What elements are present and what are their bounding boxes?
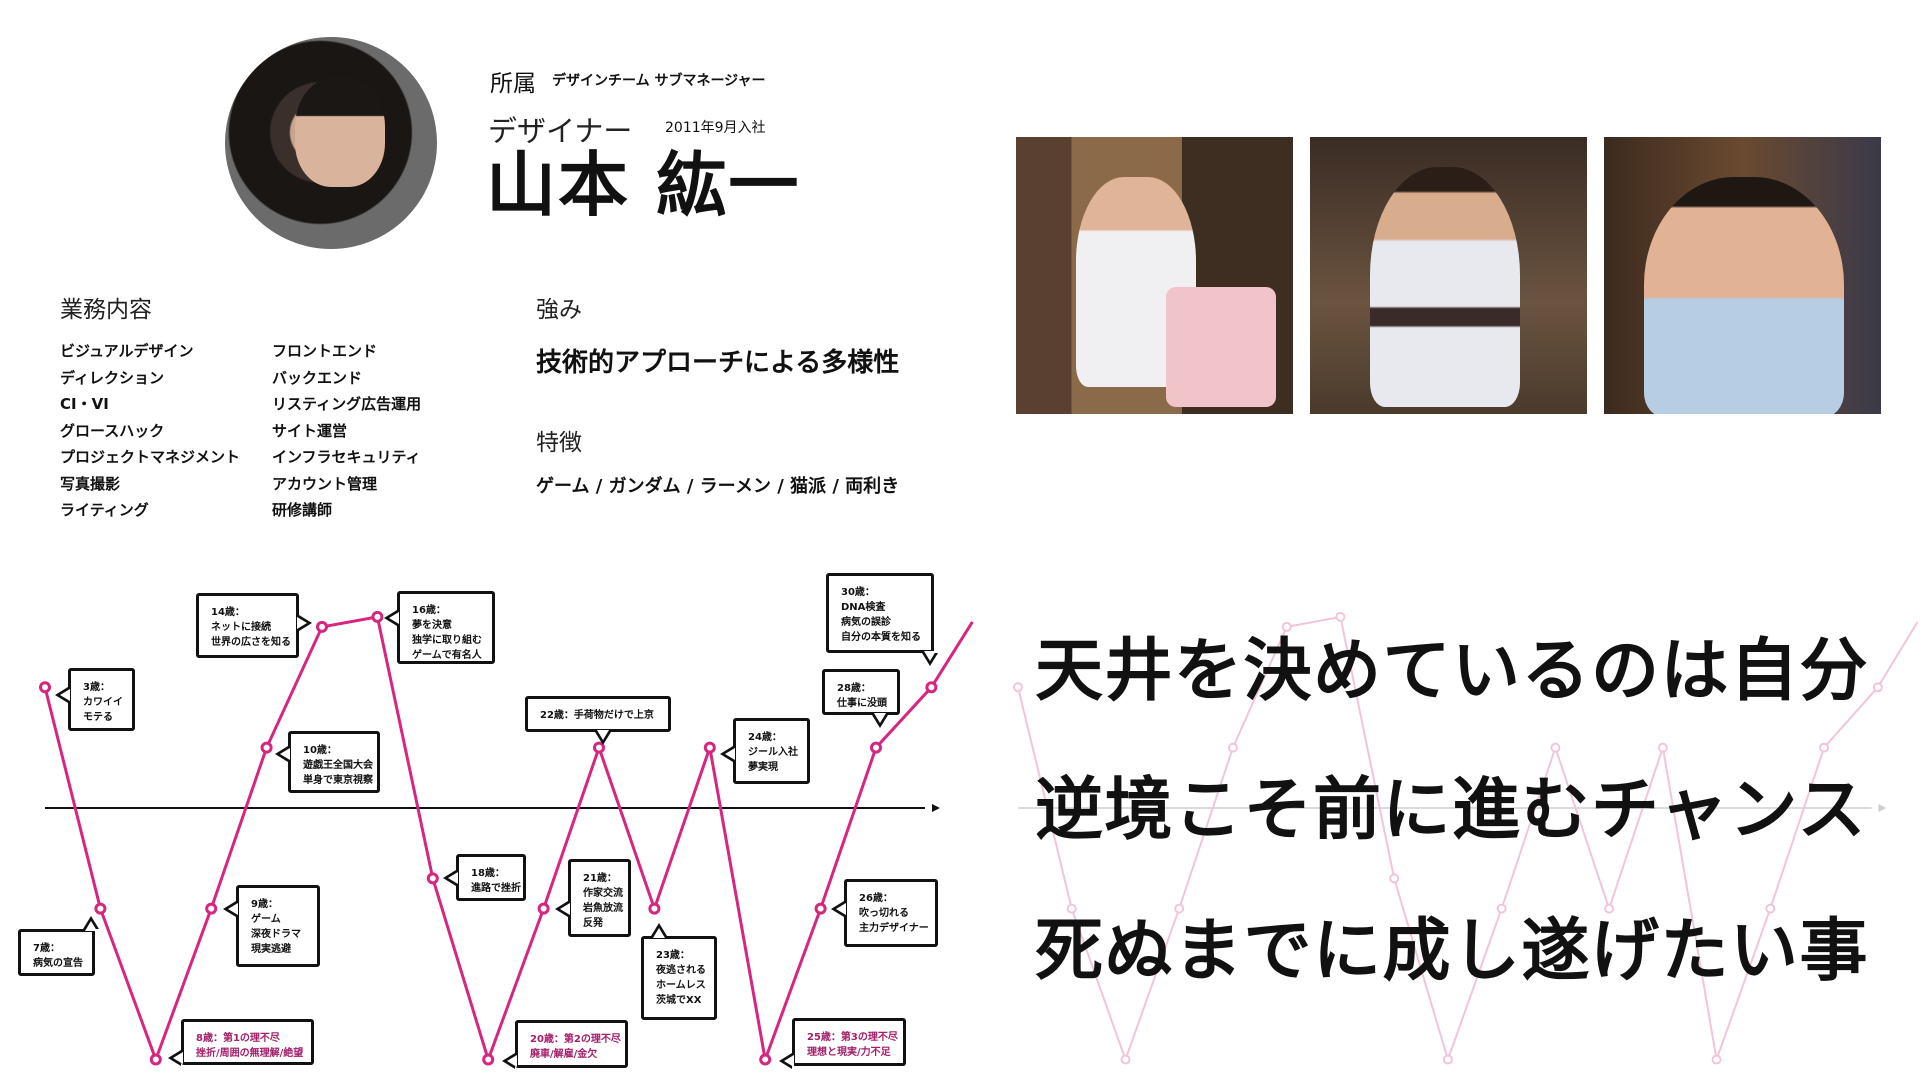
event-callout-age-30: 30歳： DNA検査 病気の誤診 自分の本質を知る [826,573,938,666]
event-callout-age-18: 18歳： 進路で挫折 [443,854,526,901]
faint-data-point-age-14 [1281,621,1292,632]
childhood-photo-1 [1016,137,1293,414]
data-point-age-26 [814,902,827,915]
profile-avatar [225,37,437,249]
duty-item: ビジュアルデザイン [60,342,194,360]
duty-item: 写真撮影 [60,474,121,493]
data-point-age-10 [260,741,273,754]
event-callout-age-24: 24歳： ジール入社 夢実現 [720,718,810,784]
duties-heading: 業務内容 [60,297,152,323]
duty-item: プロジェクトマネジメント [60,448,241,466]
faint-axis-arrow-icon [1878,804,1887,812]
data-point-age-20 [482,1053,495,1066]
strengths-heading: 強み [536,297,582,323]
faint-data-point-age-21 [1496,903,1507,914]
event-callout-age-21: 21歳： 作家交流 岩魚放流 反発 [555,859,631,937]
data-point-age-7 [94,902,107,915]
data-point-age-14 [316,620,328,633]
affiliation-label: 所属 [490,71,536,97]
faint-data-point-age-10 [1227,742,1238,753]
faint-data-point-age-28 [1819,742,1830,753]
data-point-age-23 [648,902,661,915]
strengths-text: 技術的アプローチによる多様性 [536,348,900,378]
data-point-age-21 [537,902,550,915]
duties-column-1: ビジュアルデザイン ディレクション CI・VI グロースハック プロジェクトマネ… [60,338,240,524]
duty-item: リスティング広告運用 [272,395,422,413]
data-point-age-8 [149,1053,162,1066]
traits-heading: 特徴 [536,430,582,456]
data-point-age-25 [759,1053,772,1066]
duty-item: アカウント管理 [272,474,378,493]
event-callout-age-10: 10歳： 遊戯王全国大会 単身で東京視察 [275,731,380,793]
faint-data-point-age-16 [1335,611,1346,622]
faint-data-point-age-22 [1550,742,1561,753]
faint-data-point-age-9 [1174,903,1185,914]
duty-item: グロースハック [60,421,165,440]
duty-item: バックエンド [272,368,363,387]
event-callout-age-8: 8歳：第1の理不尽 挫折/周囲の無理解/絶望 [168,1019,314,1066]
duty-item: フロントエンド [272,342,378,360]
data-point-age-28 [870,741,882,754]
team-name: デザインチーム サブマネージャー [552,73,766,89]
faint-data-point-age-26 [1765,903,1776,914]
faint-data-point-age-7 [1066,903,1077,914]
faint-data-point-age-20 [1442,1054,1453,1065]
data-point-age-30 [925,681,938,694]
data-point-age-3 [39,681,51,694]
duty-item: 研修講師 [272,501,333,519]
event-callout-age-9: 9歳： ゲーム 深夜ドラマ 現実逃避 [223,885,320,967]
data-point-age-9 [205,902,218,915]
duty-item: インフラセキュリティ [272,448,421,466]
quote-3: 死ぬまでに成し遂げたい事 [1035,912,1870,991]
duty-item: ライティング [60,501,149,519]
event-callout-age-28: 28歳： 仕事に没頭 [822,669,900,728]
data-point-age-16 [371,610,384,623]
faint-data-point-age-3 [1013,682,1023,693]
event-callout-age-25: 25歳：第3の理不尽 理想と現実/力不足 [779,1018,906,1069]
event-callout-age-26: 26歳： 吹っ切れる 主力デザイナー [831,879,938,947]
job-role: デザイナー [488,114,633,148]
join-date: 2011年9月入社 [665,120,766,136]
data-point-age-18 [426,872,439,885]
faint-data-point-age-23 [1604,903,1615,914]
life-curve [43,615,974,1066]
data-point-age-24 [703,741,716,754]
quote-2: 逆境こそ前に進むチャンス [1035,771,1867,850]
duty-item: サイト運営 [272,421,348,440]
event-callout-age-16: 16歳： 夢を決意 独学に取り組む ゲームで有名人 [384,591,495,664]
person-name: 山本 紘一 [486,144,801,226]
event-callout-age-7: 7歳： 病気の宣告 [18,916,99,976]
event-callout-age-3: 3歳： カワイイ モテる [55,668,135,731]
faint-data-point-age-18 [1389,873,1400,884]
quote-1: 天井を決めているのは自分 [1035,632,1870,711]
faint-data-point-age-25 [1711,1054,1722,1065]
duty-item: ディレクション [60,368,164,387]
event-callout-age-20: 20歳：第2の理不尽 廃車/解雇/金欠 [502,1020,628,1069]
event-callout-age-14: 14歳： ネットに接続 世界の広さを知る [196,593,312,658]
faint-life-curve [1017,615,1919,1064]
duties-column-2: フロントエンド バックエンド リスティング広告運用 サイト運営 インフラセキュリ… [272,338,421,524]
faint-data-point-age-8 [1120,1054,1131,1065]
event-callout-age-22: 22歳：手荷物だけで上京 [525,696,671,745]
faint-data-point-age-24 [1657,742,1668,753]
duty-item: CI・VI [60,395,109,413]
event-callout-age-23: 23歳： 夜逃される ホームレス 茨城でXX [641,923,717,1020]
traits-text: ゲーム / ガンダム / ラーメン / 猫派 / 両利き [536,476,900,497]
axis-arrow-icon [932,804,940,812]
childhood-photo-2 [1310,137,1587,414]
childhood-photo-3 [1604,137,1881,414]
faint-data-point-age-30 [1872,682,1883,693]
